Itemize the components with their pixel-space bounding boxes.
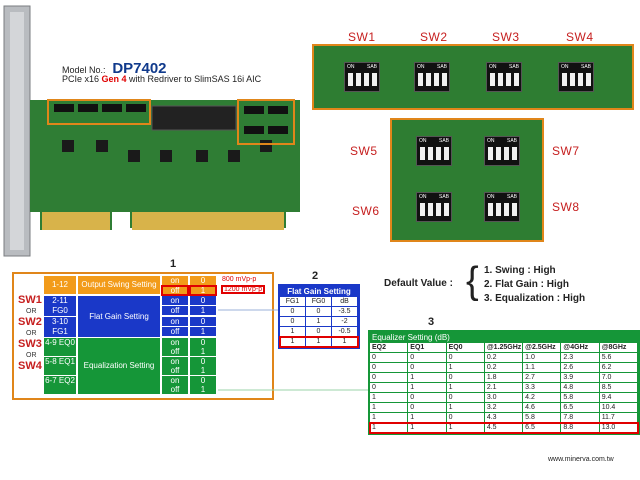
swing-high-mvp: 1200 mVp-p <box>220 285 266 294</box>
eq1-off-val: 1 <box>190 366 216 375</box>
flat-gain-header-row: FG1 FG0 dB <box>280 297 358 307</box>
eq0-on: on <box>162 338 188 347</box>
sw6-label: SW6 <box>352 204 380 218</box>
pin-eq2: 6-7 EQ2 <box>44 376 76 394</box>
swing-low-mvp: 800 mVp-p <box>222 276 257 283</box>
model-prefix: Model No.: <box>62 65 106 75</box>
group-sw2: SW2 <box>18 316 42 328</box>
subtitle-gen: Gen 4 <box>101 74 127 84</box>
equalization-label: Equalization Setting <box>78 338 160 394</box>
eq1-off: off <box>162 366 188 375</box>
sw4-label: SW4 <box>566 30 594 44</box>
eq0-off-val: 1 <box>190 347 216 356</box>
default-value-list: 1. Swing : High 2. Flat Gain : High 3. E… <box>484 264 585 306</box>
subtitle-pre: PCIe x16 <box>62 74 102 84</box>
flat-gain-label: Flat Gain Setting <box>78 296 160 337</box>
swing-on: on <box>162 276 188 285</box>
section-number-1: 1 <box>170 258 177 270</box>
eq2-off-val: 1 <box>190 385 216 394</box>
fg0-off: off <box>162 306 188 315</box>
sw1-label: SW1 <box>348 30 376 44</box>
swing-on-val: 0 <box>190 276 216 285</box>
fg1-off: off <box>162 327 188 336</box>
default-value-label: Default Value : <box>384 278 453 289</box>
eq0-off: off <box>162 347 188 356</box>
pcie-card-illustration <box>3 5 300 257</box>
product-subtitle: PCIe x16 Gen 4 with Redriver to SlimSAS … <box>62 74 261 84</box>
fg1-off-val: 1 <box>190 327 216 336</box>
default-flat-gain: 2. Flat Gain : High <box>484 279 570 290</box>
flat-gain-title: Flat Gain Setting <box>280 286 358 297</box>
swing-off-val: 1 <box>189 285 217 296</box>
eq1-on: on <box>162 357 188 366</box>
pin-1-12: 1-12 <box>44 276 76 294</box>
eq1-on-val: 0 <box>190 357 216 366</box>
fg1-on-val: 0 <box>190 317 216 326</box>
default-swing: 1. Swing : High <box>484 265 556 276</box>
eq0-on-val: 0 <box>190 338 216 347</box>
pin-fg1: 3-10 FG1 <box>44 317 76 337</box>
eq2-off: off <box>162 385 188 394</box>
group-sw3: SW3 <box>18 338 42 350</box>
group-or-3: OR <box>26 352 37 359</box>
sw8-label: SW8 <box>552 200 580 214</box>
pin-fg0: 2-11 FG0 <box>44 296 76 316</box>
subtitle-post: with Redriver to SlimSAS 16i AIC <box>126 74 262 84</box>
brace-glyph: { <box>466 260 479 302</box>
group-sw1: SW1 <box>18 294 42 306</box>
sw2-label: SW2 <box>420 30 448 44</box>
default-equalization: 3. Equalization : High <box>484 293 586 304</box>
model-line: Model No.: DP7402 <box>62 60 167 77</box>
fg0-on-val: 0 <box>190 296 216 305</box>
group-sw4: SW4 <box>18 360 42 372</box>
sw7-label: SW7 <box>552 144 580 158</box>
equalizer-title: Equalizer Setting (dB) <box>370 332 638 343</box>
group-or-2: OR <box>26 330 37 337</box>
pin-eq1: 5-8 EQ1 <box>44 357 76 375</box>
section-number-3: 3 <box>428 316 435 328</box>
eq2-on: on <box>162 376 188 385</box>
output-swing-label: Output Swing Setting <box>78 276 160 294</box>
footer-url: www.minerva.com.tw <box>548 456 614 463</box>
pin-eq0: 4-9 EQ0 <box>44 338 76 356</box>
sw3-label: SW3 <box>492 30 520 44</box>
model-number: DP7402 <box>112 60 167 77</box>
fg0-off-val: 1 <box>190 306 216 315</box>
section-number-2: 2 <box>312 270 319 282</box>
fg0-on: on <box>162 296 188 305</box>
group-or-1: OR <box>26 308 37 315</box>
eq2-on-val: 0 <box>190 376 216 385</box>
swing-off: off <box>161 285 189 296</box>
sw5-label: SW5 <box>350 144 378 158</box>
fg1-on: on <box>162 317 188 326</box>
